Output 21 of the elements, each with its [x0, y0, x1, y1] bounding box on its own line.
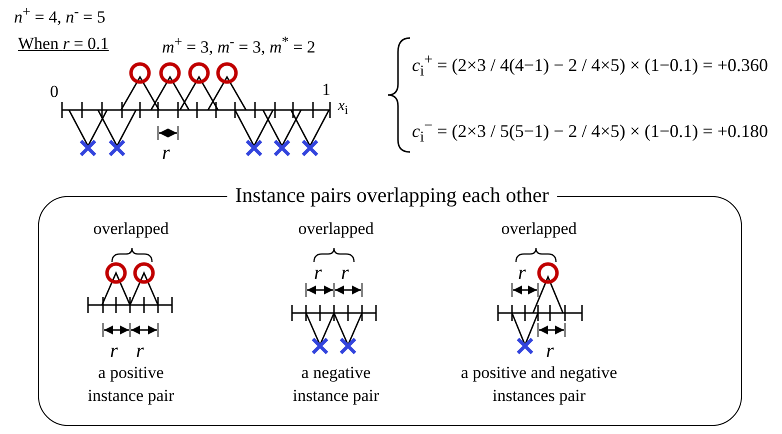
axis-label: 1 — [322, 80, 330, 100]
dimension-label: r — [136, 340, 144, 363]
dimension-label: r — [110, 340, 118, 363]
dimension-label: r — [314, 262, 322, 285]
axis-label: x$_{i}$ — [338, 98, 348, 118]
equation: c$_{i}$$^{+}$ = (2×3 / 4(4−1) − 2 / 4×5) × (1−0.1) = +0.360 — [412, 52, 768, 81]
dimension-label: r — [162, 142, 170, 165]
text-label: When r = 0.1 — [18, 34, 109, 54]
text-label: overlapped — [501, 219, 577, 239]
text-label: m$^{+}$ = 3, m$^{-}$ = 3, m$^{*}$ = 2 — [162, 34, 316, 58]
text-label: n$^{+}$ = 4, n$^{-}$ = 5 — [14, 4, 106, 28]
dimension-label: r — [518, 262, 526, 285]
dimension-label: r — [341, 262, 349, 285]
node-label: a positive instance pair — [86, 362, 176, 407]
text-label: overlapped — [93, 219, 169, 239]
dimension-label: r — [546, 340, 554, 363]
axis-label: 0 — [50, 82, 58, 102]
node-label: a negative instance pair — [292, 362, 380, 407]
equation: c$_{i}$$^{−}$ = (2×3 / 5(5−1) − 2 / 4×5) × (1−0.1) = +0.180 — [412, 118, 768, 147]
text-label: overlapped — [298, 219, 374, 239]
node-label: a positive and negative instances pair — [460, 362, 618, 407]
